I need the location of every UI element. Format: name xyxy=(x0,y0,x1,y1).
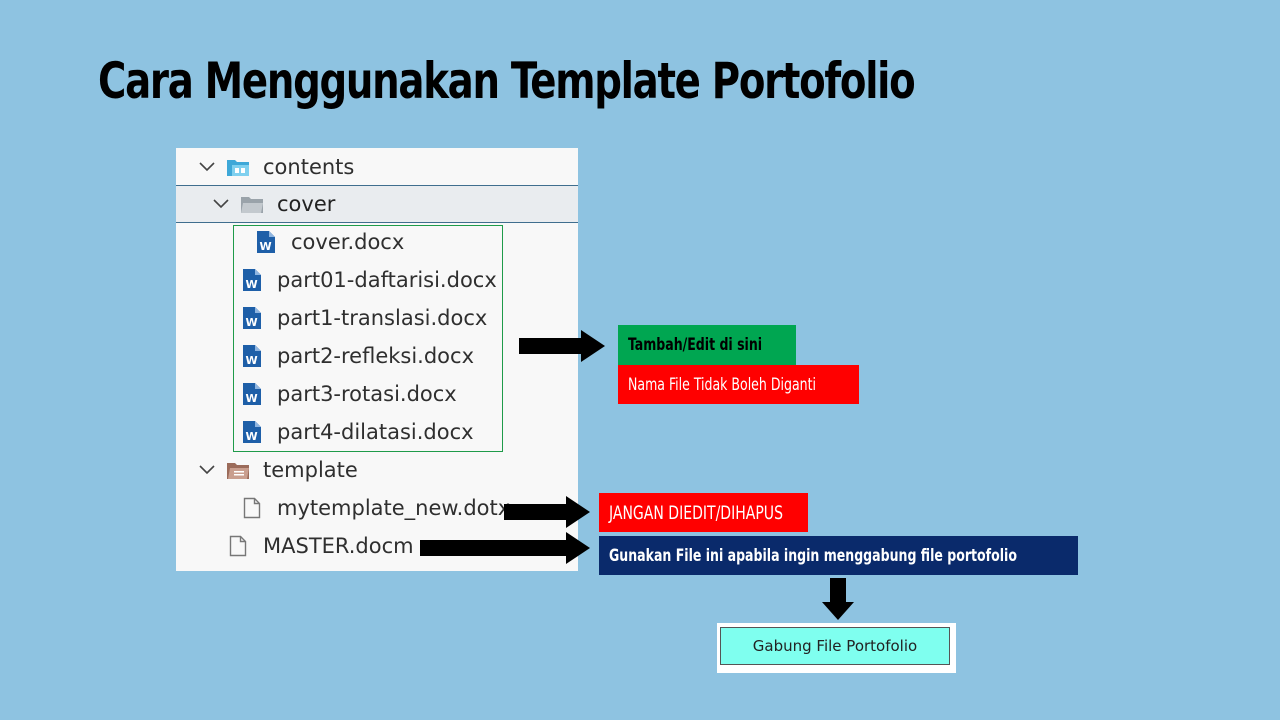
chevron-down-icon[interactable] xyxy=(212,195,230,213)
file-icon xyxy=(226,534,250,558)
folder-open-icon xyxy=(226,155,250,179)
tree-item-label: MASTER.docm xyxy=(263,534,414,558)
merge-usage-note: Gunakan File ini apabila ingin menggabun… xyxy=(599,536,1078,575)
tree-item-label: template xyxy=(263,458,358,482)
svg-text:W: W xyxy=(246,430,258,443)
tree-item-label: part4-dilatasi.docx xyxy=(277,420,474,444)
tree-item-template[interactable]: template xyxy=(176,451,578,489)
arrow-right-icon xyxy=(420,532,590,564)
tree-item-file[interactable]: W part4-dilatasi.docx xyxy=(176,413,578,451)
word-document-icon: W xyxy=(254,230,278,254)
word-document-icon: W xyxy=(240,306,264,330)
tree-item-file[interactable]: W part3-rotasi.docx xyxy=(176,375,578,413)
slide-title: Cara Menggunakan Template Portofolio xyxy=(98,52,916,110)
folder-open-icon xyxy=(226,458,250,482)
svg-text:W: W xyxy=(246,278,258,291)
merge-button-container: Gabung File Portofolio xyxy=(717,623,956,673)
tree-item-file[interactable]: W part1-translasi.docx xyxy=(176,299,578,337)
tree-item-file[interactable]: W cover.docx xyxy=(176,223,578,261)
folder-open-icon xyxy=(240,192,264,216)
edit-here-label: Tambah/Edit di sini xyxy=(618,325,796,365)
editable-files-highlight xyxy=(233,225,503,452)
svg-text:W: W xyxy=(260,240,272,253)
merge-portfolio-button[interactable]: Gabung File Portofolio xyxy=(720,627,950,665)
tree-item-label: part01-daftarisi.docx xyxy=(277,268,497,292)
svg-text:W: W xyxy=(246,392,258,405)
tree-item-label: cover.docx xyxy=(291,230,405,254)
do-not-edit-warning: JANGAN DIEDIT/DIHAPUS xyxy=(599,493,808,532)
svg-text:W: W xyxy=(246,354,258,367)
tree-item-file[interactable]: W part2-refleksi.docx xyxy=(176,337,578,375)
chevron-down-icon[interactable] xyxy=(198,461,216,479)
tree-item-label: cover xyxy=(277,192,336,216)
tree-item-label: contents xyxy=(263,154,355,179)
arrow-down-icon xyxy=(822,578,854,620)
svg-text:W: W xyxy=(246,316,258,329)
tree-item-label: mytemplate_new.dotx xyxy=(277,496,511,520)
tree-item-label: part1-translasi.docx xyxy=(277,306,488,330)
tree-item-file[interactable]: mytemplate_new.dotx xyxy=(176,489,578,527)
word-document-icon: W xyxy=(240,268,264,292)
tree-item-label: part2-refleksi.docx xyxy=(277,344,475,368)
file-icon xyxy=(240,496,264,520)
tree-item-file[interactable]: MASTER.docm xyxy=(176,527,578,565)
tree-item-contents[interactable]: contents xyxy=(176,148,578,186)
file-explorer-tree: contents cover W cover.docx W part01-daf… xyxy=(176,148,578,571)
no-rename-warning: Nama File Tidak Boleh Diganti xyxy=(618,365,859,404)
tree-item-label: part3-rotasi.docx xyxy=(277,382,457,406)
arrow-right-icon xyxy=(519,330,605,362)
word-document-icon: W xyxy=(240,344,264,368)
arrow-right-icon xyxy=(504,496,590,528)
tree-item-file[interactable]: W part01-daftarisi.docx xyxy=(176,261,578,299)
word-document-icon: W xyxy=(240,382,264,406)
tree-item-cover[interactable]: cover xyxy=(176,185,578,223)
chevron-down-icon[interactable] xyxy=(198,158,216,176)
word-document-icon: W xyxy=(240,420,264,444)
